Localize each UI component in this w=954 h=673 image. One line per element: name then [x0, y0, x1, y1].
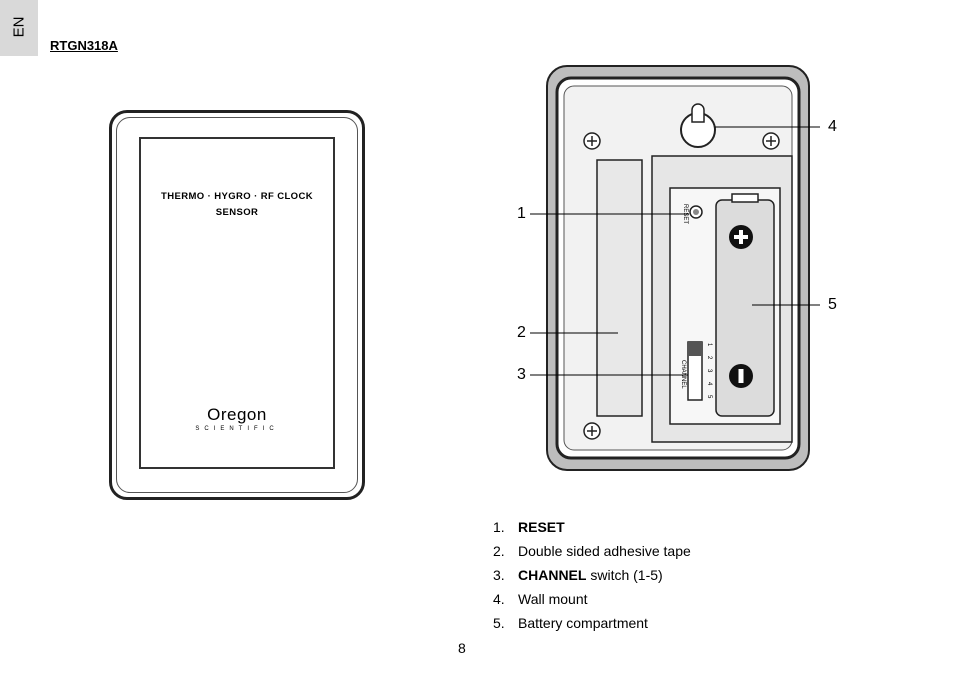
parts-legend: 1.RESET 2.Double sided adhesive tape 3.C…: [493, 518, 691, 638]
list-item: 1.RESET: [493, 519, 565, 535]
battery-terminal: [731, 193, 759, 203]
front-title-line2: SENSOR: [215, 207, 259, 218]
wall-mount-keyhole: [680, 103, 716, 148]
brand-logo: Oregon: [207, 405, 267, 424]
channel-switch-knob: [688, 342, 702, 356]
callout-number: 4: [828, 118, 837, 135]
list-item: 5.Battery compartment: [493, 615, 648, 631]
brand-subtitle: SCIENTIFIC: [195, 426, 279, 432]
sensor-back-illustration: RESET CHANNEL 1 2 3 4 5: [530, 65, 820, 471]
screw-icon: [583, 422, 601, 440]
list-item: 2.Double sided adhesive tape: [493, 543, 691, 559]
plus-icon: [729, 225, 753, 249]
front-panel: THERMO · HYGRO · RF CLOCK SENSOR Oregon …: [139, 137, 335, 469]
callout-number: 2: [517, 324, 526, 341]
language-label: EN: [10, 16, 28, 38]
front-bezel: [116, 117, 358, 493]
adhesive-tape-strip: [596, 159, 643, 417]
language-tab: EN: [0, 0, 38, 56]
list-item: 3.CHANNEL switch (1-5): [493, 567, 663, 583]
screw-icon: [583, 132, 601, 150]
channel-number: 5: [706, 395, 712, 399]
sensor-front-illustration: THERMO · HYGRO · RF CLOCK SENSOR Oregon …: [109, 110, 365, 500]
callout-number: 1: [517, 205, 526, 222]
channel-number: 2: [706, 356, 712, 360]
screw-icon: [762, 132, 780, 150]
reset-button-illustration: [689, 205, 703, 219]
callout-number: 3: [517, 366, 526, 383]
channel-number: 3: [706, 369, 712, 373]
page-number: 8: [458, 640, 466, 656]
channel-number: 1: [706, 343, 712, 347]
minus-icon: [729, 364, 753, 388]
model-title: RTGN318A: [50, 38, 118, 53]
front-title-line1: THERMO · HYGRO · RF CLOCK: [161, 191, 313, 202]
callout-number: 5: [828, 296, 837, 313]
list-item: 4.Wall mount: [493, 591, 588, 607]
channel-number: 4: [706, 382, 712, 386]
